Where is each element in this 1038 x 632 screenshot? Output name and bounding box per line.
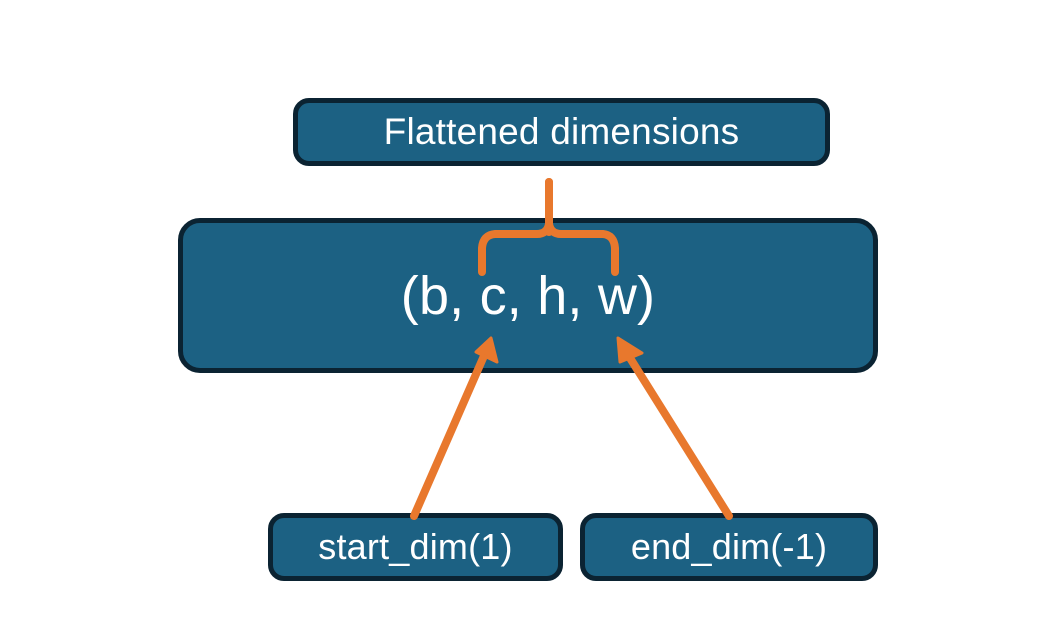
end-dim-box[interactable]: end_dim(-1) [580,513,878,581]
start-dim-label: start_dim(1) [318,526,513,567]
flattened-dimensions-label: Flattened dimensions [383,111,740,152]
start-dim-box[interactable]: start_dim(1) [268,513,563,581]
tensor-shape-box[interactable]: (b, c, h, w) [178,218,878,373]
flattened-dimensions-box[interactable]: Flattened dimensions [293,98,830,166]
tensor-shape-label: (b, c, h, w) [400,265,656,326]
end-dim-label: end_dim(-1) [630,526,828,567]
